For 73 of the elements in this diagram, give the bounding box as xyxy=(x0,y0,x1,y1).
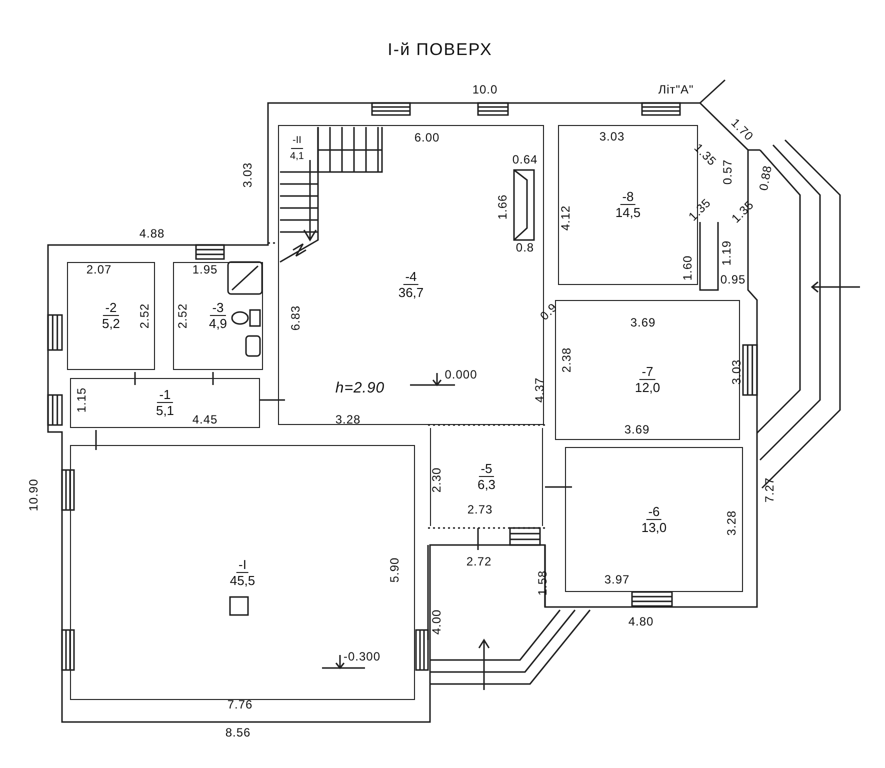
dimension-label: 6.83 xyxy=(290,305,302,331)
dimension-label: 1.19 xyxy=(720,240,734,266)
dimension-label: 0.8 xyxy=(516,242,534,254)
room-outline xyxy=(67,262,155,370)
dimension-label: 8.56 xyxy=(225,726,251,740)
dimension-label: 0.64 xyxy=(512,154,538,166)
dimension-label: 4.80 xyxy=(628,616,654,628)
room-area: 12,0 xyxy=(634,380,660,396)
room-number: -3 xyxy=(210,300,226,316)
dimension-label: 2.52 xyxy=(176,303,190,329)
room-area: 45,5 xyxy=(230,572,256,588)
dimension-label: 2.52 xyxy=(138,303,152,329)
dimension-label: 3.28 xyxy=(335,414,361,426)
room-number: -8 xyxy=(620,189,636,205)
room-outline xyxy=(70,445,415,700)
dimension-label: 10.0 xyxy=(472,84,498,96)
room-number: -I xyxy=(236,556,248,572)
room-outline xyxy=(70,378,260,428)
dimension-label: 4.37 xyxy=(534,377,546,403)
dimension-label: 7.27 xyxy=(764,477,776,503)
room-area: 14,5 xyxy=(615,205,641,221)
level-mark: 0.000 xyxy=(444,368,478,382)
room-outline xyxy=(565,447,743,592)
dimension-label: 1.58 xyxy=(536,570,550,596)
dimension-label: 1.15 xyxy=(76,387,88,413)
dimension-label: 0.57 xyxy=(722,159,734,185)
plan-title: I-й ПОВЕРХ xyxy=(388,40,492,60)
room-number: -II xyxy=(290,133,304,149)
dimension-label: 1.66 xyxy=(496,194,510,220)
room-number: -5 xyxy=(478,461,494,477)
room-area: 5,2 xyxy=(102,316,120,332)
dimension-label: 0.95 xyxy=(720,274,746,286)
dimension-label: 4.88 xyxy=(139,228,165,240)
room-area: 36,7 xyxy=(398,285,424,301)
level-mark: -0.300 xyxy=(343,650,381,664)
room-area: 4,9 xyxy=(208,316,228,332)
dimension-label: 3.97 xyxy=(604,574,630,586)
dimension-label: 3.69 xyxy=(630,316,656,330)
dimension-label: 2.72 xyxy=(466,556,492,568)
dimension-label: 4.00 xyxy=(430,609,444,635)
room-area: 4,1 xyxy=(290,149,304,165)
room-area: 6,3 xyxy=(477,477,496,493)
room-area: 5,1 xyxy=(156,403,174,419)
room-number: -1 xyxy=(157,387,173,403)
dimension-label: 1.95 xyxy=(192,264,218,276)
dimension-label: 2.30 xyxy=(430,467,444,493)
dimension-label: 3.03 xyxy=(242,162,254,188)
dimension-label: 7.76 xyxy=(227,698,253,712)
dimension-label: 4.12 xyxy=(560,205,572,231)
room-outline xyxy=(555,300,740,440)
dimension-label: 1.60 xyxy=(682,255,694,281)
dimension-label: 2.73 xyxy=(467,504,493,516)
dimension-label: 0.9 xyxy=(538,300,560,324)
dimension-label: 10.90 xyxy=(28,478,40,512)
room-number: -4 xyxy=(403,269,419,285)
dimension-label: 3.69 xyxy=(624,424,650,436)
room-number: -6 xyxy=(646,504,662,520)
room-number: -2 xyxy=(103,300,119,316)
dimension-label: 0.88 xyxy=(757,164,775,192)
dimension-label: 4.45 xyxy=(192,414,218,426)
room-number: -7 xyxy=(640,364,656,380)
ceiling-height-note: h=2.90 xyxy=(335,382,385,394)
dimension-label: 3.03 xyxy=(599,130,625,144)
dimension-label: 5.90 xyxy=(388,557,402,583)
dimension-label: 2.07 xyxy=(86,264,112,276)
dimension-label: 3.03 xyxy=(730,359,744,385)
building-letter: Літ"А" xyxy=(658,84,694,96)
room-area: 13,0 xyxy=(641,520,667,536)
dimension-label: 2.38 xyxy=(560,347,574,373)
dimension-label: 3.28 xyxy=(726,510,738,536)
dimension-label: 6.00 xyxy=(414,132,440,144)
room-outline xyxy=(430,428,543,526)
room-outline xyxy=(173,262,263,370)
